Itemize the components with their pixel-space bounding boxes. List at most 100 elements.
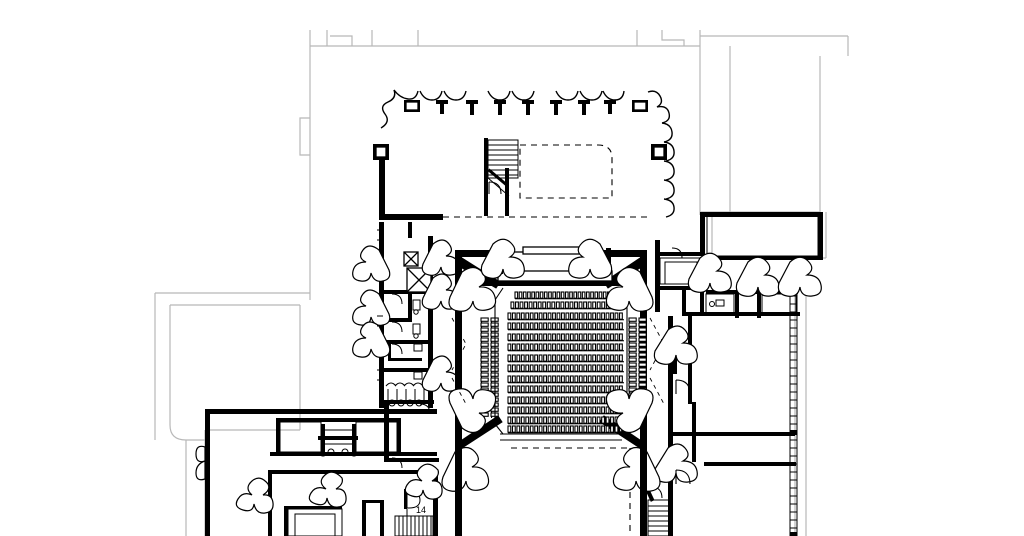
auditorium-seat [601,396,606,404]
auditorium-seat [543,385,548,393]
auditorium-seat [592,343,597,351]
auditorium-seat [569,291,573,299]
south-canopies [441,446,661,492]
auditorium-seat [525,343,530,351]
auditorium-seat [552,375,556,383]
auditorium-seat [601,301,606,309]
auditorium-seat [560,322,565,330]
lobby-and-colonnade [373,89,675,536]
auditorium-seat [520,312,525,320]
auditorium-seat [578,354,583,362]
auditorium-seat [596,396,601,404]
auditorium-seat [534,343,539,351]
auditorium-seat [601,416,606,424]
auditorium-seat [534,385,539,393]
auditorium-seat [601,425,606,433]
auditorium-seat [538,322,543,330]
auditorium-seat [605,385,610,393]
auditorium-seat [560,312,565,320]
auditorium-seat [564,301,569,309]
auditorium-seat [592,333,597,341]
side-seat [638,372,647,377]
auditorium-seat [511,364,516,372]
side-seat [628,352,637,357]
auditorium-seat [605,333,610,341]
auditorium-seat [525,416,530,424]
side-seat [638,377,647,382]
auditorium-seat [573,291,578,299]
auditorium-seat [543,425,548,433]
auditorium-seat [534,364,539,372]
auditorium-seat [605,364,610,372]
auditorium-seat [538,385,543,393]
auditorium-seat [525,333,530,341]
auditorium-seat [592,406,597,414]
auditorium-seat [569,354,574,362]
auditorium-seat [583,364,588,372]
auditorium-seat [574,354,579,362]
auditorium-seat [569,333,574,341]
auditorium-seat [511,354,516,362]
auditorium-seat [516,375,521,383]
auditorium-seat [565,396,570,404]
east-wing [641,212,823,536]
side-seat [628,347,637,352]
auditorium-seat [574,312,579,320]
auditorium-seat [578,385,583,393]
auditorium-seat [511,343,516,351]
auditorium-seat [610,322,614,330]
auditorium-seat [529,375,534,383]
auditorium-seat [538,333,543,341]
auditorium-seat [556,333,561,341]
auditorium-seat [594,291,599,299]
auditorium-seat [507,364,512,372]
auditorium-seat [543,364,548,372]
auditorium-seat [556,291,561,299]
auditorium-seat [560,385,565,393]
auditorium-seat [596,343,601,351]
auditorium-seat [538,312,543,320]
auditorium-seat [581,291,586,299]
auditorium-seat [592,375,597,383]
auditorium-seat [569,322,574,330]
auditorium-seat [578,406,583,414]
auditorium-seat [552,343,556,351]
auditorium-seat [596,375,601,383]
auditorium-seat [583,343,588,351]
auditorium-seat [516,333,521,341]
side-seat [480,377,489,382]
auditorium-seat [565,385,570,393]
auditorium-seat [511,396,516,404]
auditorium-seat [596,406,601,414]
side-seat [638,347,647,352]
auditorium-seat [525,406,530,414]
auditorium-seat [525,396,530,404]
auditorium-seat [569,416,574,424]
auditorium-seat [543,354,548,362]
auditorium-seat [592,301,597,309]
side-seat [480,382,489,387]
side-seat [638,357,647,362]
auditorium-seat [605,375,610,383]
auditorium-seat [596,333,601,341]
auditorium-seat [565,425,570,433]
auditorium-seat [592,416,597,424]
auditorium-seat [556,406,561,414]
auditorium-seat [529,322,534,330]
auditorium-seat [507,312,512,320]
auditorium-seat [539,291,544,299]
auditorium-seat [520,396,525,404]
auditorium-seat [574,396,579,404]
auditorium-seat [525,312,530,320]
side-seat [638,382,647,387]
auditorium-seat [548,291,552,299]
side-seat [628,357,637,362]
auditorium-seat [511,416,516,424]
auditorium-seat [569,375,574,383]
auditorium-seat [516,343,521,351]
auditorium-seat [614,425,619,433]
auditorium-seat [529,354,534,362]
side-seat [628,332,637,337]
auditorium-seat [529,396,534,404]
auditorium-seat [565,364,570,372]
